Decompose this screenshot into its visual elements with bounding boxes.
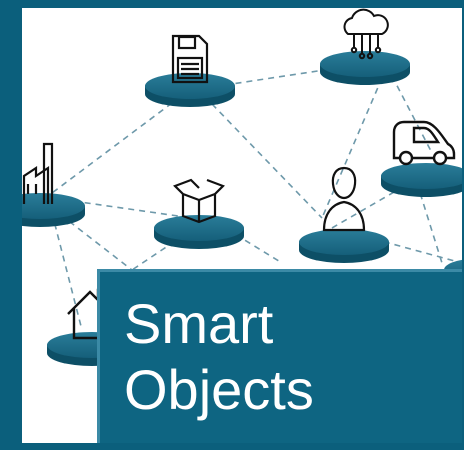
cloud-node	[320, 8, 410, 85]
cloud-network-icon	[343, 8, 389, 60]
title-line-1: Smart	[124, 292, 274, 355]
electric-car-icon	[392, 120, 456, 166]
person-node	[299, 166, 389, 263]
person-icon	[322, 166, 366, 232]
package-node	[154, 178, 244, 249]
title-line-2: Objects	[124, 358, 314, 421]
factory-node	[22, 142, 85, 227]
floppy-disk-icon	[171, 34, 209, 84]
title-panel: Smart Objects	[97, 269, 462, 443]
connector-line	[321, 77, 383, 219]
connector-line	[51, 212, 83, 331]
factory-icon	[22, 142, 54, 204]
connector-line	[331, 169, 433, 229]
open-box-icon	[173, 178, 225, 224]
car-node	[381, 120, 462, 197]
connector-line	[391, 75, 433, 154]
connector-line	[211, 103, 323, 219]
connector-line	[351, 232, 462, 264]
connector-line	[51, 102, 173, 194]
save-disk-node	[145, 34, 235, 107]
